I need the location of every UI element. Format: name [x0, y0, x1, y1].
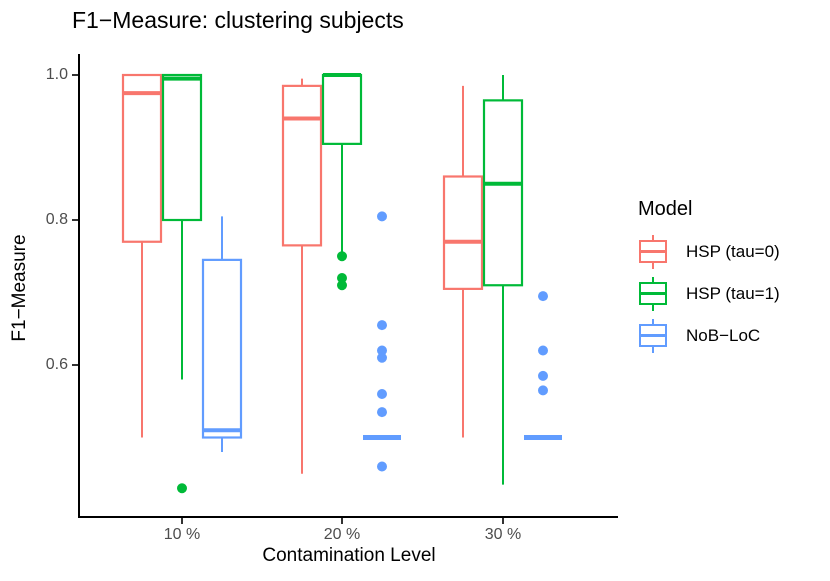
- boxplot-key-icon: [639, 319, 667, 353]
- outlier-point: [538, 370, 548, 381]
- legend-entry-hsp-tau1: HSP (tau=1): [636, 277, 780, 311]
- outlier-point: [177, 483, 187, 494]
- boxplot-box: [442, 175, 484, 290]
- x-axis-title: Contamination Level: [262, 545, 436, 566]
- outlier-point: [377, 352, 387, 363]
- x-tick-label: 30 %: [484, 526, 522, 543]
- outlier-point: [538, 345, 548, 356]
- outlier-point: [377, 345, 387, 356]
- x-tick-label: 20 %: [323, 526, 361, 543]
- outlier-point: [337, 273, 347, 283]
- boxplot-box: [161, 73, 203, 222]
- outlier-point: [538, 385, 548, 396]
- legend-entry-nob-loc: NoB−LoC: [636, 319, 780, 353]
- outlier-point: [337, 251, 347, 262]
- plot-title: F1−Measure: clustering subjects: [72, 7, 404, 33]
- boxplot-box: [321, 73, 363, 145]
- outlier-point: [377, 461, 387, 472]
- y-tick-label: 1.0: [45, 66, 68, 83]
- boxplot-box: [201, 258, 243, 439]
- outlier-point: [377, 389, 387, 399]
- outlier-point: [538, 291, 548, 302]
- boxplot-box: [281, 84, 323, 247]
- y-tick-label: 0.6: [45, 356, 68, 373]
- legend-label: HSP (tau=1): [686, 284, 780, 303]
- x-tick-label: 10 %: [163, 526, 201, 543]
- legend-label: HSP (tau=0): [686, 242, 780, 261]
- legend-entry-hsp-tau0: HSP (tau=0): [636, 235, 780, 269]
- boxplot-box: [482, 99, 524, 287]
- outlier-point: [337, 280, 347, 291]
- boxplot-box: [121, 73, 163, 243]
- outlier-point: [377, 320, 387, 331]
- legend: Model HSP (tau=0) HSP (tau=1): [636, 198, 780, 361]
- y-tick-label: 0.8: [45, 211, 68, 228]
- outlier-point: [377, 211, 387, 222]
- boxplot-key-icon: [639, 235, 667, 269]
- legend-label: NoB−LoC: [686, 326, 761, 345]
- outlier-point: [377, 407, 387, 418]
- boxplot-key-icon: [639, 277, 667, 311]
- legend-title: Model: [638, 198, 693, 220]
